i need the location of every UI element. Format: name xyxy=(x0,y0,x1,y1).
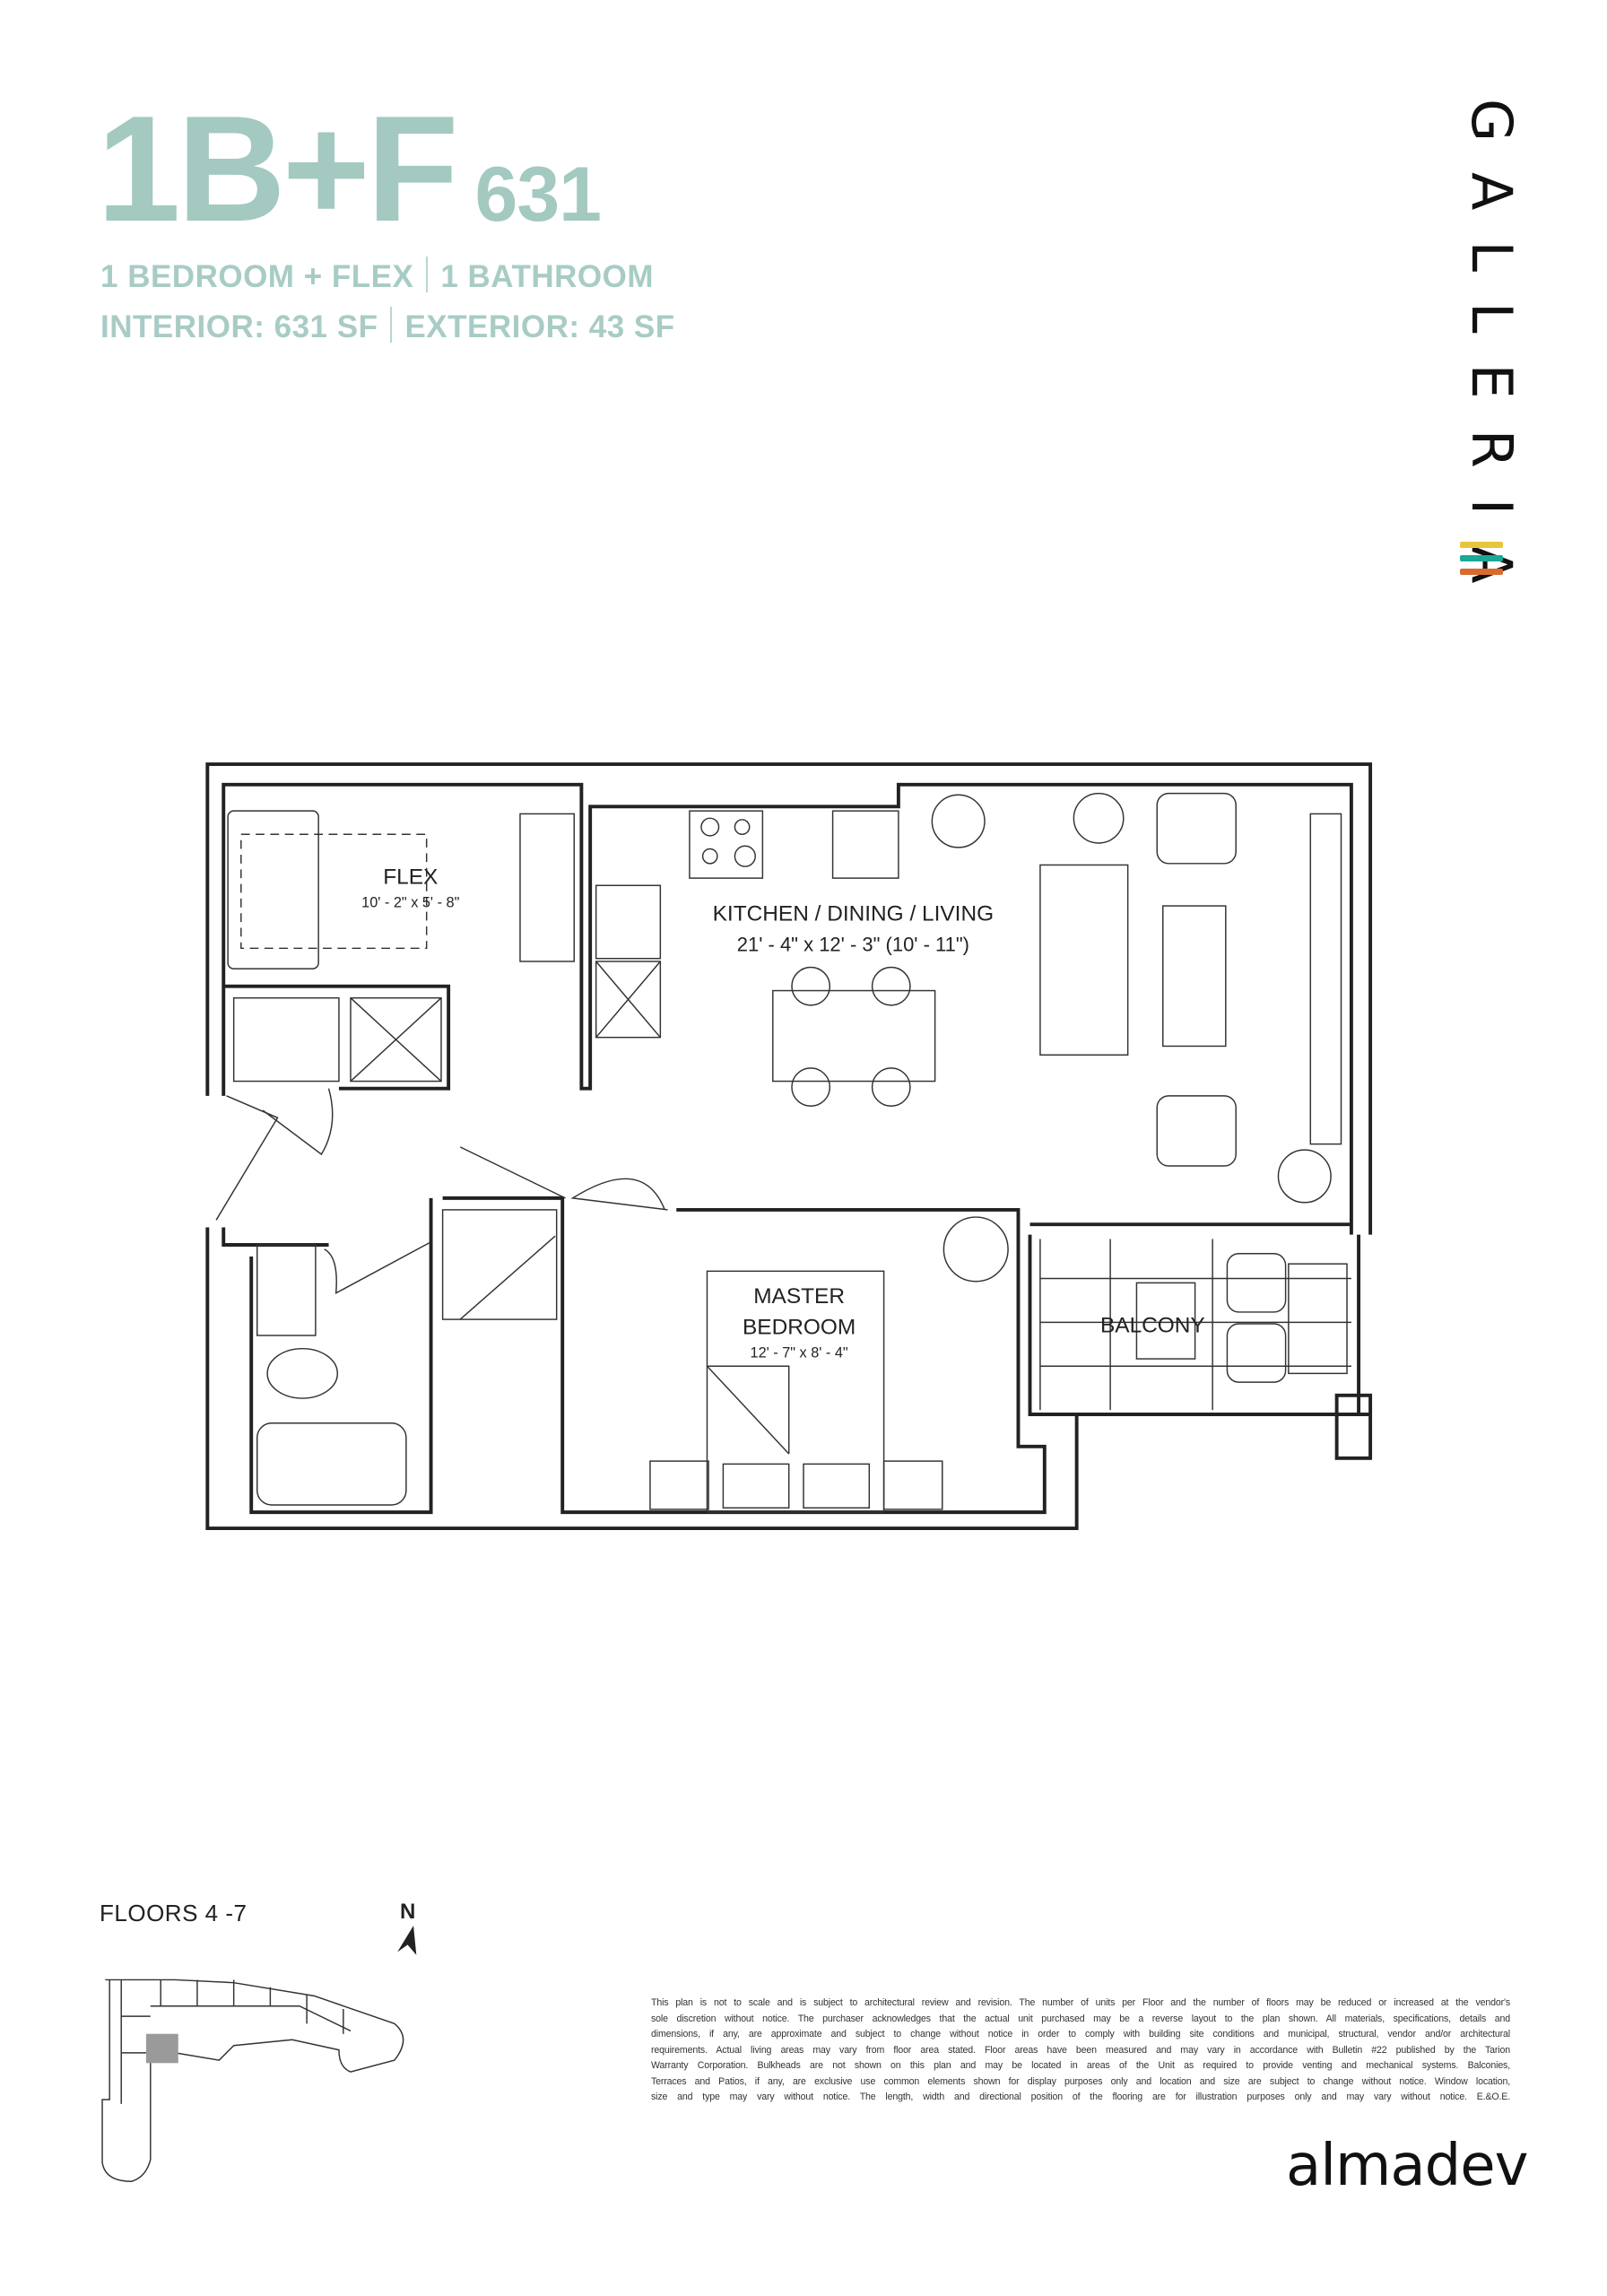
bathroom-count: 1 BATHROOM xyxy=(440,259,654,294)
master-bedroom-dimensions: 12' - 7" x 8' - 4" xyxy=(751,1344,848,1361)
north-arrow-icon xyxy=(397,1926,417,1955)
master-bedroom-label-1: MASTER xyxy=(753,1284,845,1309)
unit-summary-line-2: INTERIOR: 631 SF EXTERIOR: 43 SF xyxy=(100,307,675,345)
floors-label: FLOORS 4 -7 xyxy=(100,1900,248,1926)
kitchen-dining-living-label: KITCHEN / DINING / LIVING xyxy=(713,901,994,926)
highlighted-unit xyxy=(145,2033,178,2064)
disclaimer-line: Terraces and Patios, if any, are exclusi… xyxy=(651,2075,1510,2087)
logo-stripe-teal xyxy=(1460,555,1503,561)
kitchen-dining-living-dimensions: 21' - 4" x 12' - 3" (10' - 11") xyxy=(737,934,969,956)
disclaimer-line: Warranty Corporation. Bulkheads are not … xyxy=(651,2060,1510,2071)
disclaimer-line: sole discretion without notice. The purc… xyxy=(651,2013,1510,2024)
room-labels: FLEX 10' - 2" x 5' - 8" KITCHEN / DINING… xyxy=(361,865,1205,1361)
divider xyxy=(390,307,393,343)
exterior-area: EXTERIOR: 43 SF xyxy=(404,309,675,344)
balcony-label: BALCONY xyxy=(1100,1314,1205,1338)
divider xyxy=(426,257,429,292)
logo-stripe-yellow xyxy=(1460,542,1503,548)
north-label: N xyxy=(400,1900,416,1924)
flex-dimensions: 10' - 2" x 5' - 8" xyxy=(361,895,459,911)
doors xyxy=(215,1088,668,1295)
unit-type: 1B+F xyxy=(97,84,458,253)
bedroom-count: 1 BEDROOM + FLEX xyxy=(100,259,414,294)
unit-size: 631 xyxy=(474,152,602,238)
disclaimer: This plan is not to scale and is subject… xyxy=(651,1996,1510,2106)
logo-stripe-orange xyxy=(1460,569,1503,575)
master-bedroom-label-2: BEDROOM xyxy=(743,1315,856,1339)
interior-area: INTERIOR: 631 SF xyxy=(100,309,378,344)
flex-label: FLEX xyxy=(383,865,438,890)
furniture xyxy=(227,792,1351,1513)
disclaimer-line: This plan is not to scale and is subject… xyxy=(651,1997,1510,2008)
almadev-logo: almadev xyxy=(1286,2133,1528,2199)
disclaimer-line: size and type may vary without notice. T… xyxy=(651,2092,1510,2102)
unit-summary-line-1: 1 BEDROOM + FLEX 1 BATHROOM xyxy=(100,257,654,295)
key-plan xyxy=(101,1926,417,2182)
disclaimer-line: dimensions, if any, are approximate and … xyxy=(651,2029,1510,2039)
disclaimer-line: requirements. Actual living areas may va… xyxy=(651,2044,1510,2056)
